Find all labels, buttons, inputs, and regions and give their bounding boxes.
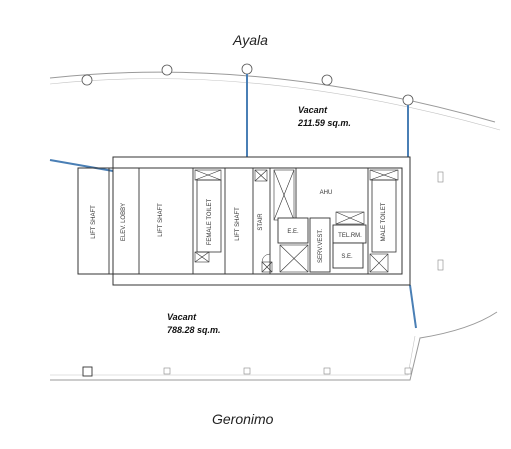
ee-room: [277, 217, 309, 244]
room-label-male-toilet: MALE TOILET: [381, 202, 387, 241]
fixture-mark: [369, 169, 399, 273]
room-label-serv-vest: SERV.VEST.: [318, 229, 324, 263]
vacant-north-area: 211.59 sq.m.: [298, 118, 351, 128]
street-label-north: Ayala: [233, 32, 268, 48]
partition-line: [49, 159, 114, 172]
column: [404, 367, 412, 375]
fixture-mark: [194, 169, 222, 263]
building-outline-north: [49, 71, 496, 123]
room-label-lift-shaft-2: LIFT SHAFT: [158, 203, 164, 237]
vacant-north-title: Vacant: [298, 105, 328, 115]
column: [402, 94, 414, 106]
room-label-se: S.E.: [341, 254, 353, 260]
room-label-tel-rm: TEL.RM.: [338, 233, 362, 239]
partition-line: [409, 284, 417, 329]
building-outline-north-inner: [49, 78, 501, 131]
column: [437, 171, 444, 183]
column: [161, 64, 173, 76]
column: [321, 74, 333, 86]
vacant-south-area: 788.28 sq.m.: [167, 325, 221, 335]
column: [323, 367, 331, 375]
building-outline-south-inner: [50, 335, 416, 376]
street-label-south: Geronimo: [212, 411, 274, 427]
column: [82, 366, 93, 377]
door-swing: [261, 253, 271, 263]
vacant-south-title: Vacant: [167, 312, 197, 322]
room-label-female-toilet: FEMALE TOILET: [207, 198, 213, 245]
se-room: [332, 242, 364, 269]
column: [81, 74, 93, 86]
room-label-ahu: AHU: [320, 190, 333, 196]
room-label-elev-lobby: ELEV. LOBBY: [121, 203, 127, 241]
room-label-ee: E.E.: [287, 229, 299, 235]
stair-mark: [254, 169, 273, 273]
room-label-stair: STAIR: [258, 213, 264, 231]
building-outline-south: [50, 311, 498, 381]
serv-vest-room: [309, 217, 331, 273]
column: [163, 367, 171, 375]
column: [243, 367, 251, 375]
column: [437, 259, 444, 271]
shaft-mark: [335, 211, 365, 225]
core-inner: [77, 167, 403, 275]
column: [241, 63, 253, 75]
ee-shaft-mark: [279, 244, 309, 273]
room-label-lift-shaft-3: LIFT SHAFT: [235, 207, 241, 241]
room-label-lift-shaft-1: LIFT SHAFT: [91, 205, 97, 239]
